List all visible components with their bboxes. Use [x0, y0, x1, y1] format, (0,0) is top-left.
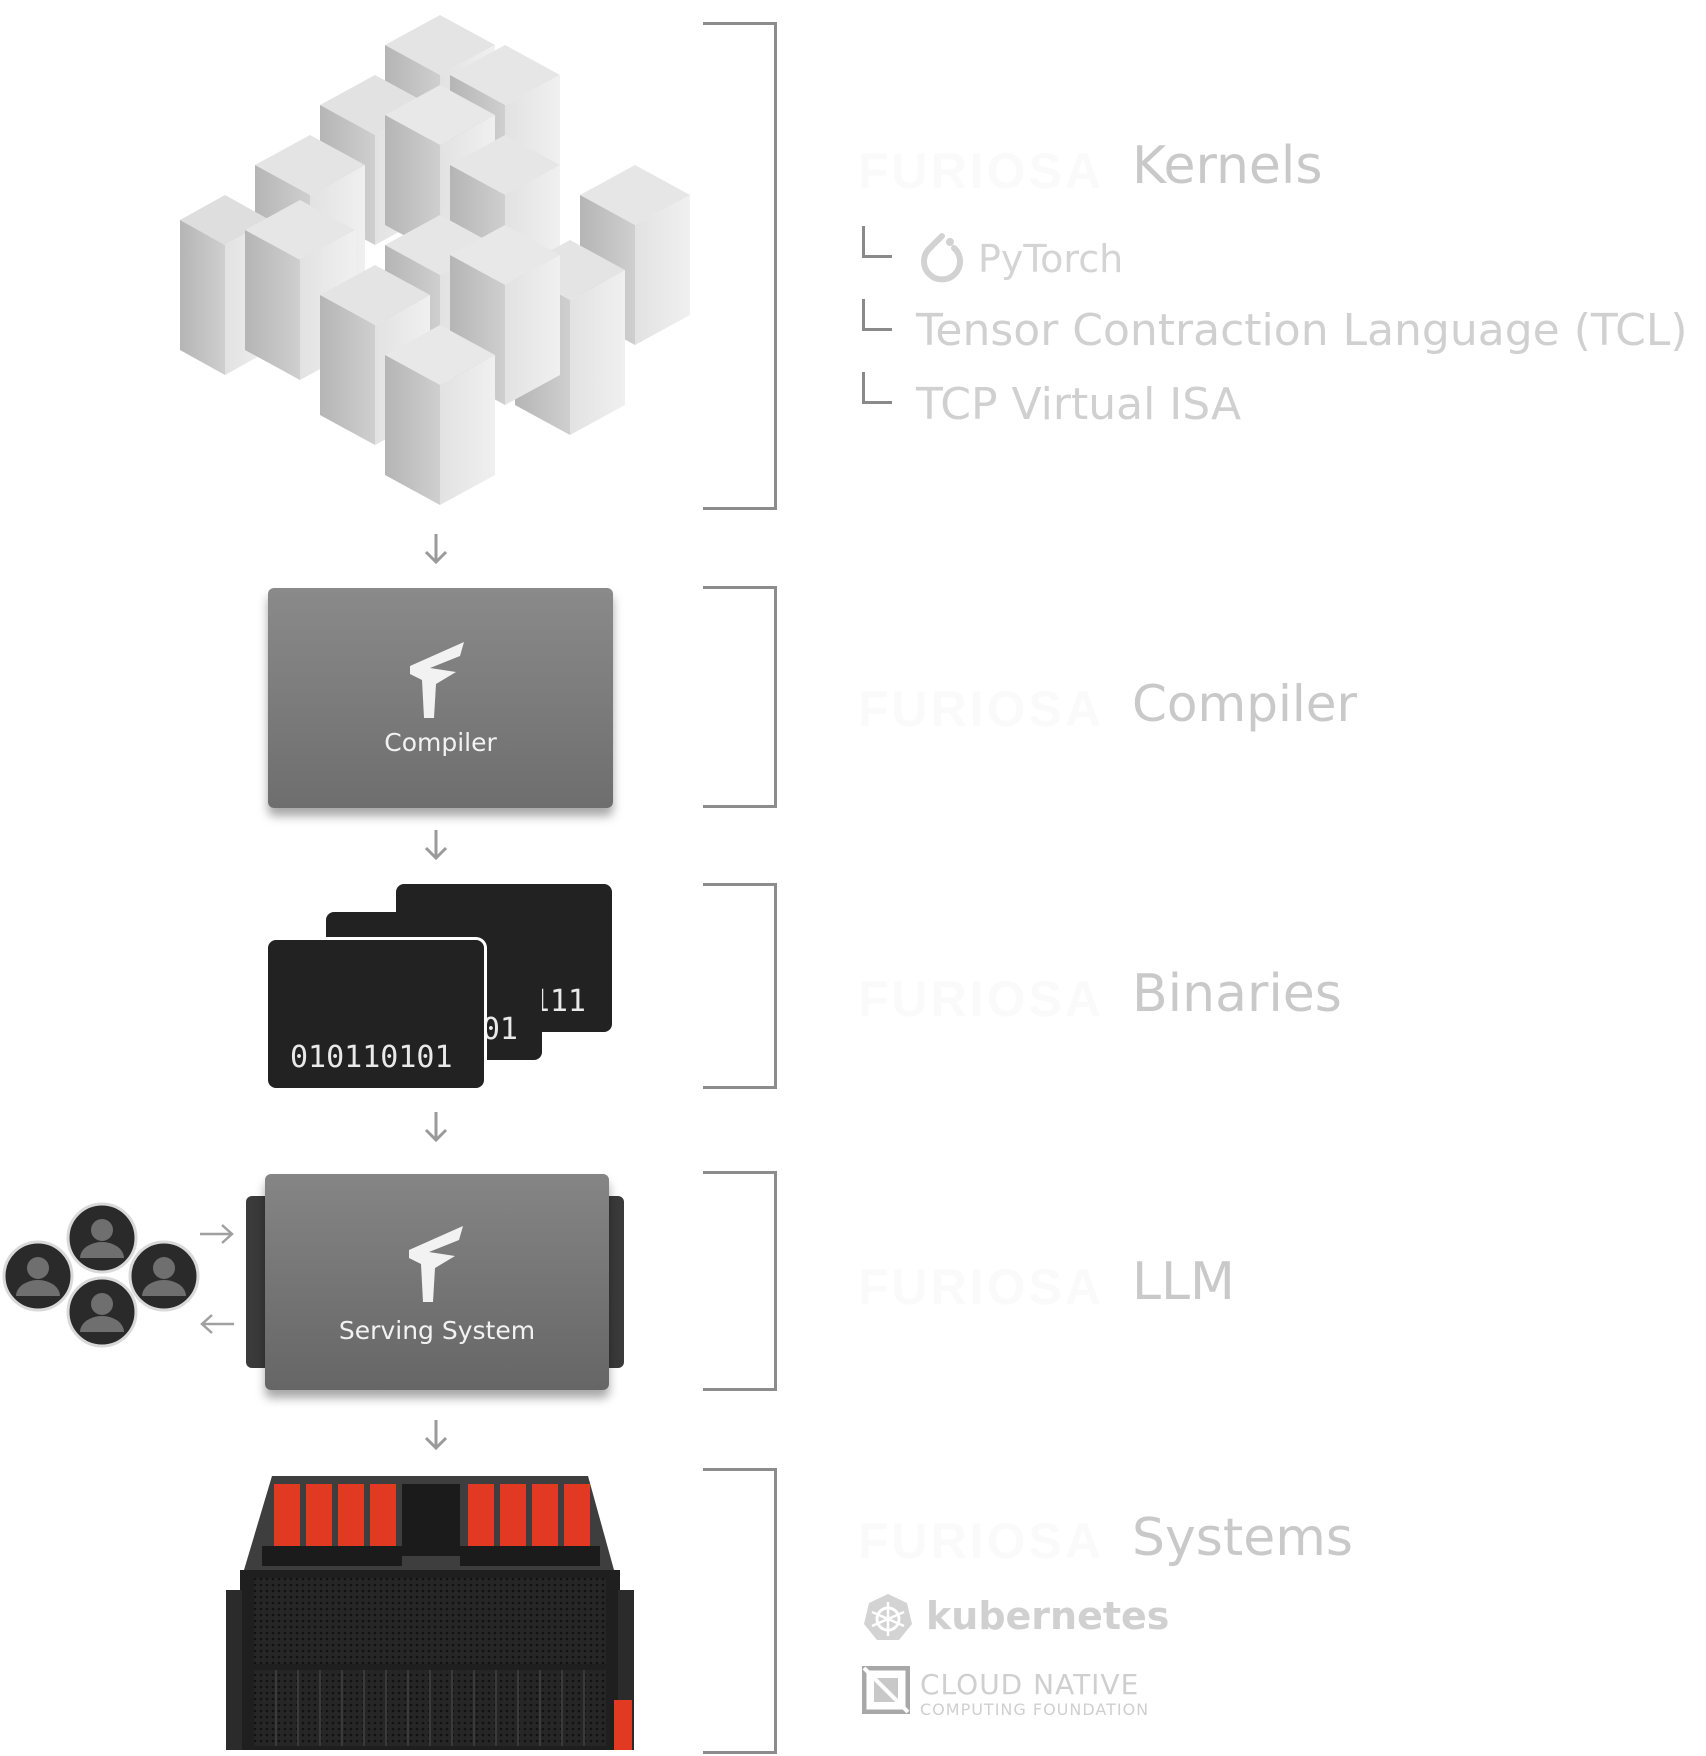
binaries-bracket [703, 883, 777, 1089]
kernels-item-tcp-isa: TCP Virtual ISA [916, 379, 1242, 430]
arrow-right-icon [200, 1224, 234, 1244]
binaries-brand-wordmark: FURIOSA [858, 971, 1104, 1027]
arrow-down-icon [424, 830, 448, 861]
systems-bracket [703, 1468, 777, 1754]
kubernetes-label: kubernetes [926, 1594, 1170, 1638]
kernels-brand-wordmark: FURIOSA [858, 143, 1104, 199]
systems-brand-wordmark: FURIOSA [858, 1513, 1104, 1569]
binary-line: 010110101 [290, 1040, 453, 1075]
arrow-down-icon [424, 534, 448, 565]
users-icon [2, 1202, 200, 1348]
binaries-heading: Binaries [1132, 964, 1342, 1024]
cncf-line2: COMPUTING FOUNDATION [920, 1700, 1150, 1719]
tree-connector [862, 372, 892, 404]
cncf-line1: CLOUD NATIVE [920, 1668, 1140, 1701]
llm-heading: LLM [1132, 1252, 1235, 1312]
compiler-bracket [703, 586, 777, 808]
kernels-heading: Kernels [1132, 136, 1323, 196]
furiosa-logo-icon [409, 1226, 463, 1302]
server-rack-icon [226, 1476, 634, 1750]
kernels-item-pytorch: PyTorch [978, 237, 1124, 281]
tree-connector [862, 299, 892, 331]
compiler-heading: Compiler [1132, 675, 1358, 733]
serving-system-card: Serving System [265, 1174, 609, 1390]
kernels-bracket [703, 22, 777, 510]
cube-cluster-icon [180, 15, 690, 505]
binary-panel-front: 010110101 100111000 001010110 [268, 940, 484, 1088]
furiosa-logo-icon [410, 642, 464, 718]
systems-heading: Systems [1132, 1508, 1353, 1568]
arrow-down-icon [424, 1112, 448, 1143]
llm-bracket [703, 1171, 777, 1391]
tree-connector [862, 226, 892, 258]
compiler-card-label: Compiler [384, 728, 497, 757]
llm-brand-wordmark: FURIOSA [858, 1259, 1104, 1315]
compiler-brand-wordmark: FURIOSA [858, 681, 1104, 737]
pytorch-icon [921, 233, 963, 283]
cncf-icon [862, 1666, 910, 1714]
compiler-card: Compiler [268, 588, 613, 808]
arrow-down-icon [424, 1420, 448, 1451]
serving-system-card-label: Serving System [338, 1316, 536, 1345]
kernels-item-tcl: Tensor Contraction Language (TCL) [916, 305, 1688, 356]
arrow-left-icon [200, 1314, 234, 1334]
kubernetes-icon [864, 1594, 912, 1640]
